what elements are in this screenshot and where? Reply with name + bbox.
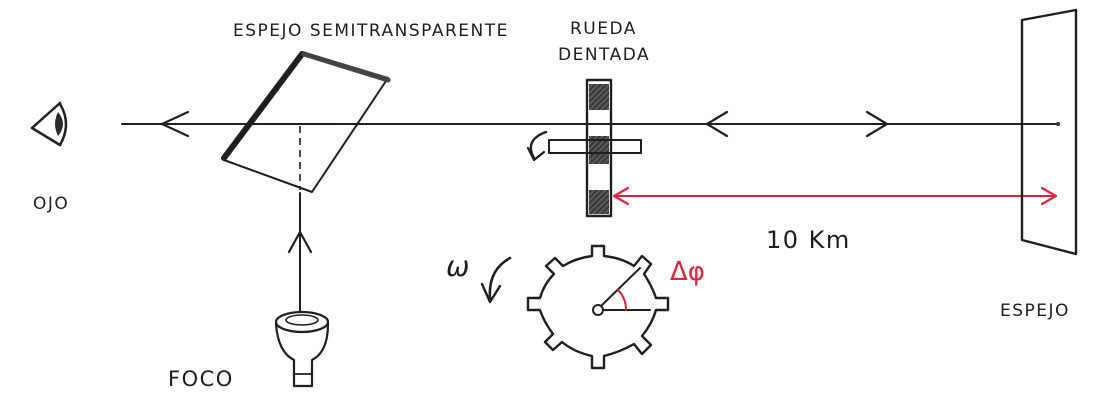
arrow-right-icon [865,110,889,138]
half-mirror [221,51,391,193]
eye-icon [30,101,68,147]
arrow-left-icon [705,110,729,138]
wheel-label-line1: RUEDA [570,19,637,39]
arrow-to-eye-icon [160,110,190,138]
far-mirror [1020,8,1078,256]
lamp-label: FOCO [168,367,234,391]
far-mirror-label: ESPEJO [1000,301,1070,321]
wheel-tooth [589,136,609,164]
gear-icon [526,244,670,370]
omega-label: ω [446,250,469,283]
wheel-tooth [589,190,609,214]
toothed-wheel-side [526,78,642,218]
delta-phi-label: Δφ [670,257,705,287]
axis-end-dot [1056,122,1060,126]
distance-label: 10 Km [766,226,851,254]
rotation-arrow-icon [480,256,512,304]
arrow-up-icon [287,230,313,254]
distance-arrow [612,186,1058,206]
eye-label: OJO [33,194,69,214]
wheel-tooth [589,84,609,110]
half-mirror-label: ESPEJO SEMITRANSPARENTE [233,21,509,41]
wheel-label-line2: DENTADA [558,45,650,65]
lamp-icon [274,310,330,388]
